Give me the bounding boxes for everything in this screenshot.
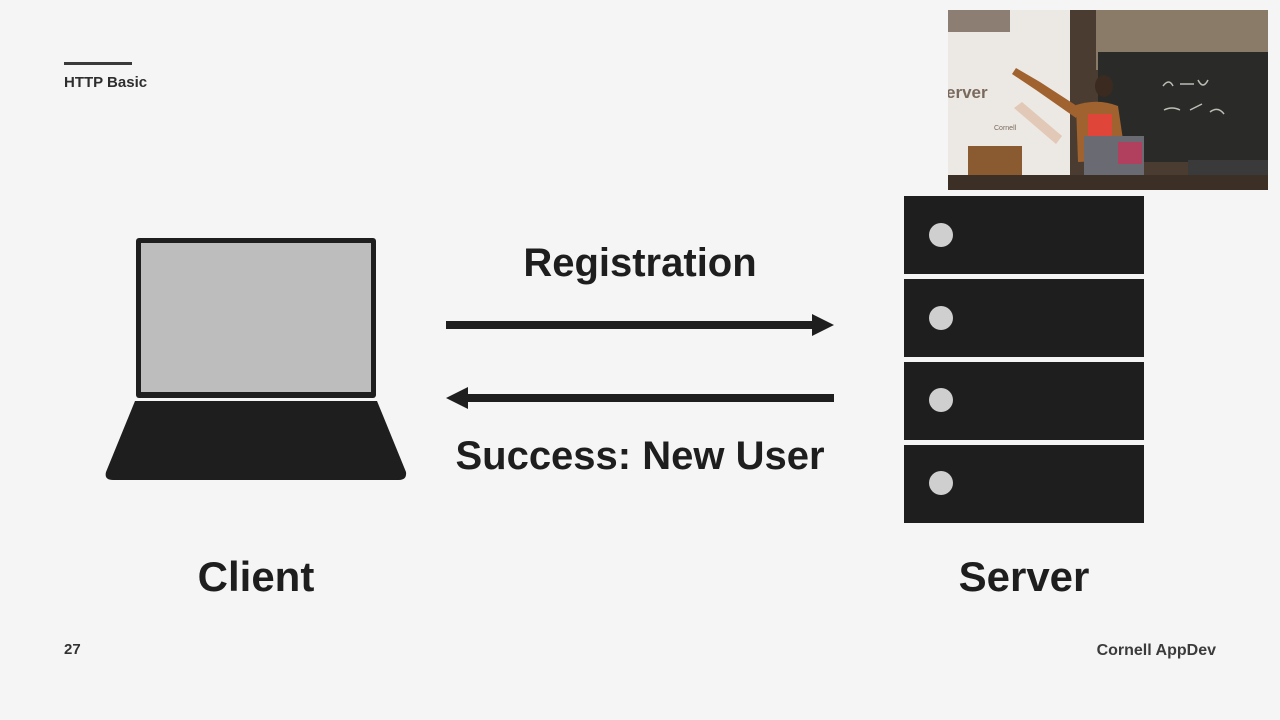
client-label: Client bbox=[197, 553, 315, 600]
page-number: 27 bbox=[64, 641, 81, 658]
server-unit bbox=[904, 445, 1144, 523]
laptop-base bbox=[105, 401, 407, 480]
projected-slide-title: erver bbox=[948, 83, 988, 102]
server-unit bbox=[904, 279, 1144, 357]
webcam-overlay: erver Cornell bbox=[948, 10, 1268, 190]
response-arrow bbox=[446, 387, 834, 409]
request-arrow bbox=[446, 314, 834, 336]
section-rule bbox=[64, 62, 132, 65]
webcam-video-frame: erver Cornell bbox=[948, 10, 1268, 190]
request-label: Registration bbox=[523, 241, 757, 285]
server-led bbox=[929, 471, 953, 495]
laptop-screen bbox=[141, 243, 371, 392]
server-unit bbox=[904, 362, 1144, 440]
server-unit bbox=[904, 196, 1144, 274]
section-title: HTTP Basic bbox=[64, 74, 148, 91]
presenter-head bbox=[1095, 75, 1113, 97]
response-label: Success: New User bbox=[455, 434, 825, 478]
server-led bbox=[929, 388, 953, 412]
projected-slide-footer: Cornell bbox=[994, 125, 1017, 132]
server-led bbox=[929, 306, 953, 330]
brand-label: Cornell AppDev bbox=[1096, 642, 1216, 659]
server-icon bbox=[904, 196, 1144, 523]
server-label: Server bbox=[958, 553, 1090, 600]
laptop-icon bbox=[105, 238, 407, 480]
server-led bbox=[929, 223, 953, 247]
